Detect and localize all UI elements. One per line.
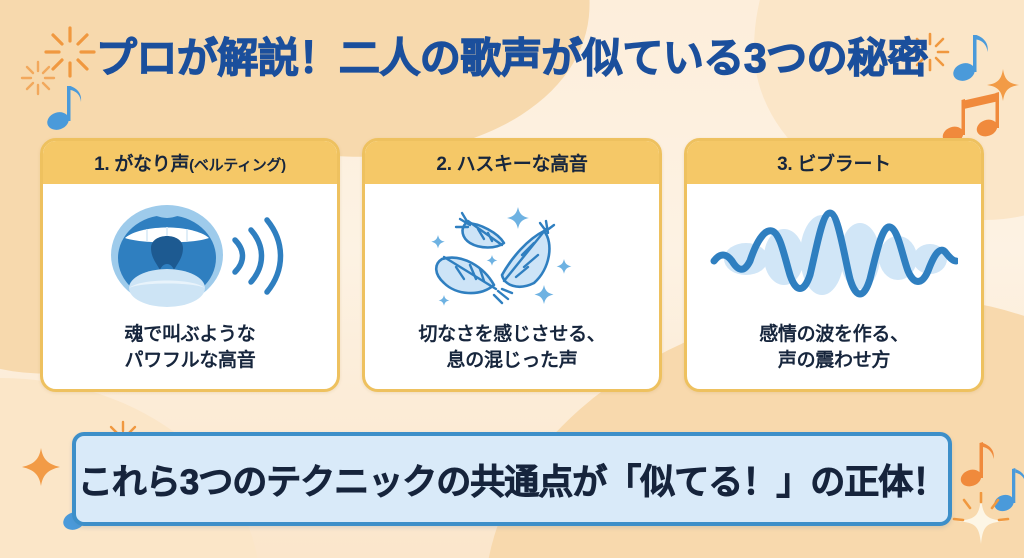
card-2-caption-line-1: 切なさを感じさせる、 (418, 324, 606, 346)
card-2-number: 2. (436, 154, 452, 175)
card-2-heading: 2. ハスキーな高音 (436, 149, 587, 176)
card-1-number: 1. (94, 154, 110, 175)
card-3-heading: 3. ビブラート (777, 149, 891, 176)
card-2-caption: 切なさを感じさせる、 息の混じった声 (365, 322, 659, 389)
technique-card-1: 1. がなり声(ベルティング) (40, 138, 340, 392)
card-1-illustration (43, 184, 337, 322)
card-2-caption-line-2: 息の混じった声 (446, 349, 578, 371)
card-3-illustration (687, 184, 981, 322)
card-3-caption: 感情の波を作る、 声の震わせ方 (687, 322, 981, 389)
card-1-caption-line-1: 魂で叫ぶような (124, 324, 256, 346)
card-1-header: 1. がなり声(ベルティング) (43, 141, 337, 184)
card-1-heading: 1. がなり声(ベルティング) (94, 149, 286, 176)
four-point-sparkle-bottom-left (22, 448, 60, 486)
card-3-caption-line-2: 声の震わせ方 (777, 349, 891, 371)
technique-card-2: 2. ハスキーな高音 (362, 138, 662, 392)
card-1-heading-main: がなり声 (114, 154, 190, 175)
card-1-caption-line-2: パワフルな高音 (124, 349, 256, 371)
card-1-heading-sub: (ベルティング) (189, 157, 286, 174)
open-singing-mouth-icon (111, 205, 284, 308)
eighth-note-bottom-right-blue (994, 468, 1024, 512)
card-3-header: 3. ビブラート (687, 141, 981, 184)
card-2-header: 2. ハスキーな高音 (365, 141, 659, 184)
technique-cards-row: 1. がなり声(ベルティング) (40, 138, 984, 392)
title-section: プロが解説！二人の歌声が似ている3つの秘密 (0, 35, 1024, 81)
card-2-illustration (365, 184, 659, 322)
card-2-heading-main: ハスキーな高音 (456, 154, 588, 175)
card-1-caption: 魂で叫ぶような パワフルな高音 (43, 322, 337, 389)
technique-card-3: 3. ビブラート 感情の波を作る、 声の震わせ方 (684, 138, 984, 392)
conclusion-banner: これら3つのテクニックの共通点が「似てる！」の正体！ (72, 432, 952, 526)
page-title: プロが解説！二人の歌声が似ている3つの秘密 (95, 35, 929, 81)
eighth-note-bottom-right-orange (960, 442, 994, 487)
sound-waveform-icon (710, 209, 958, 298)
card-3-number: 3. (777, 154, 793, 175)
card-3-heading-main: ビブラート (797, 154, 891, 175)
starburst-sparkle-bottom-right (952, 492, 1010, 544)
card-3-caption-line-1: 感情の波を作る、 (759, 324, 909, 346)
eighth-note-top-left (47, 86, 82, 130)
feathers-sparkle-icon (431, 207, 572, 306)
conclusion-banner-text: これら3つのテクニックの共通点が「似てる！」の正体！ (77, 462, 947, 502)
